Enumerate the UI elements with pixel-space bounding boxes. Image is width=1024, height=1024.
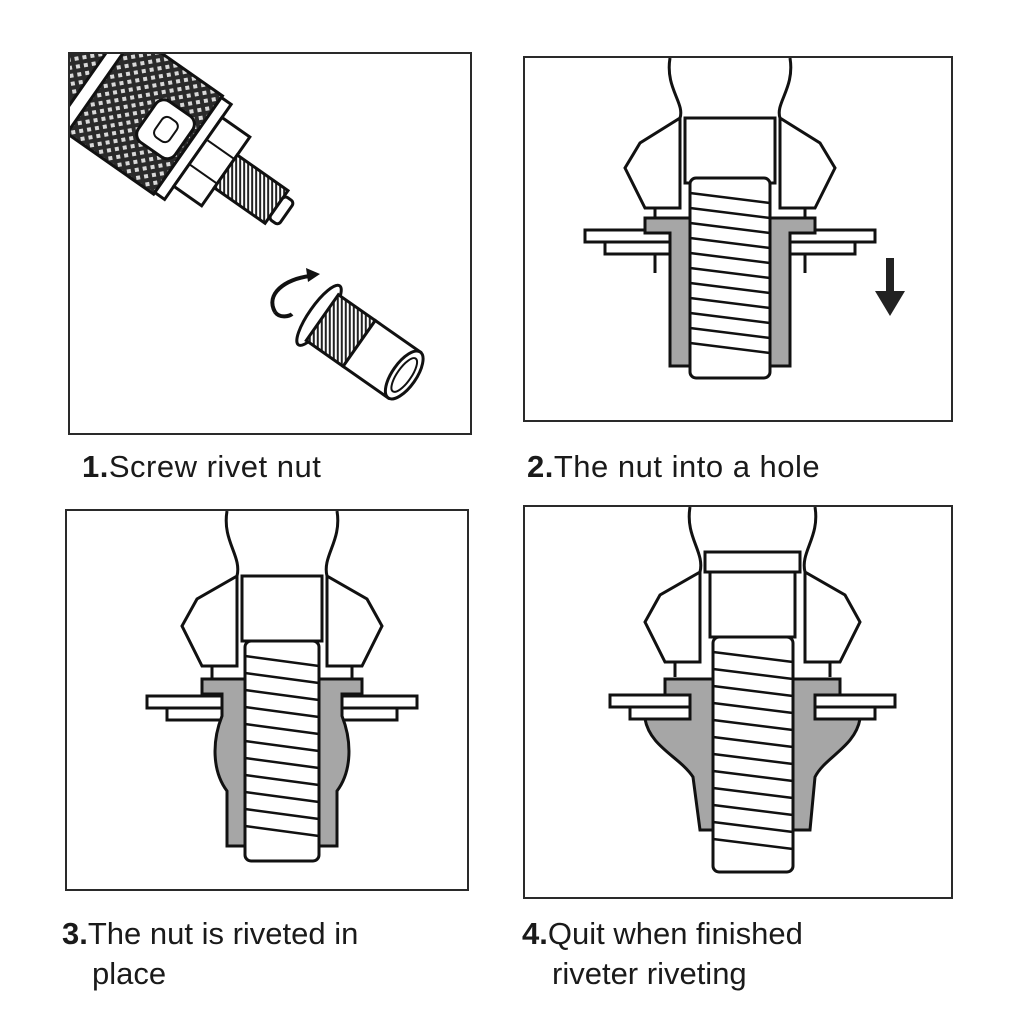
step-1-panel [68, 52, 472, 435]
step-4-panel [523, 505, 953, 899]
step-text: Quit when finished [547, 916, 803, 951]
step-number: 2. [527, 449, 554, 484]
step-2-panel [523, 56, 953, 422]
nut-complete-illustration [608, 507, 897, 874]
nut-riveted-illustration [145, 511, 419, 863]
step-number: 4. [522, 916, 548, 951]
step-3-panel [65, 509, 469, 891]
step-1-caption: 1.Screw rivet nut [82, 447, 321, 487]
riveter-jaws [623, 58, 837, 273]
step-text: The nut into a hole [553, 449, 821, 484]
rivet-tool-illustration [70, 54, 425, 401]
down-arrow-icon [875, 258, 905, 316]
step-text-line2: riveter riveting [552, 956, 747, 991]
step-text-line2: place [92, 956, 167, 991]
step-text: The nut is riveted in [87, 916, 359, 951]
step-number: 3. [62, 916, 88, 951]
sheet-metal [608, 693, 897, 721]
step-4-caption: 4.Quit when finished riveter riveting [522, 914, 803, 994]
step-3-caption: 3.The nut is riveted in place [62, 914, 358, 994]
nut-into-hole-illustration [583, 58, 905, 380]
rotate-arrow-icon [270, 274, 311, 319]
step-2-caption: 2.The nut into a hole [527, 447, 820, 487]
step-number: 1. [82, 449, 109, 484]
rivet-nut [295, 283, 425, 401]
step-text: Screw rivet nut [108, 449, 322, 484]
